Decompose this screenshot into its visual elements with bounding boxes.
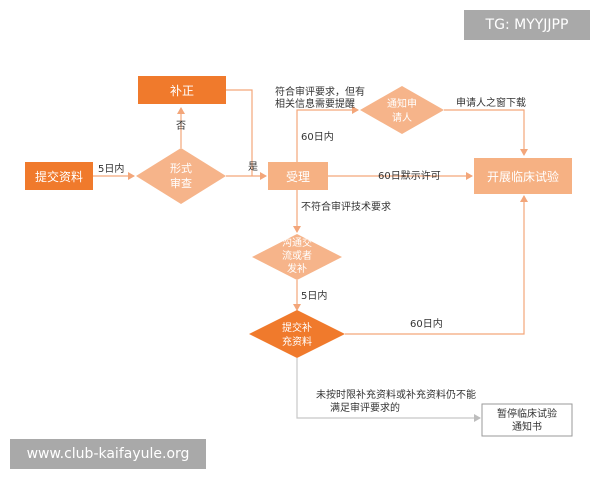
watermark-top-right: TG: MYYJJPP xyxy=(464,10,590,40)
node-formal-review: 形式 审查 xyxy=(136,148,226,204)
supplement-label-2: 充资料 xyxy=(282,335,312,348)
node-notify-applicant: 通知申 请人 xyxy=(360,86,444,134)
label-five-days-2: 5日内 xyxy=(301,289,327,302)
communicate-label-3: 发补 xyxy=(287,262,307,275)
notify-label-1: 通知申 xyxy=(387,97,417,110)
label-sixty-days-implied: 60日默示许可 xyxy=(378,170,441,182)
edge-labels: 5日内 否 是 符合审评要求，但有 相关信息需要提醒 申请人之窗下载 60日内 … xyxy=(98,85,526,414)
node-submit: 提交资料 xyxy=(25,162,93,190)
node-supplement: 提交补 充资料 xyxy=(249,310,345,358)
label-sixty-days-2: 60日内 xyxy=(410,317,443,330)
communicate-label-1: 沟通交 xyxy=(282,236,312,249)
formal-review-label-1: 形式 xyxy=(170,162,192,175)
connectors xyxy=(93,89,528,422)
edge-supplement-to-suspend xyxy=(296,358,481,422)
start-trial-label: 开展临床试验 xyxy=(487,169,559,184)
suspend-label-2: 通知书 xyxy=(512,420,542,433)
suspend-label-1: 暂停临床试验 xyxy=(497,407,557,420)
edge-correction-loop xyxy=(226,89,253,176)
edge-supplement-to-start xyxy=(345,195,528,335)
submit-label: 提交资料 xyxy=(35,169,83,184)
label-not-supplied-2: 满足审评要求的 xyxy=(330,401,400,414)
notify-label-2: 请人 xyxy=(392,111,412,124)
node-start-trial: 开展临床试验 xyxy=(474,158,572,194)
label-five-days-1: 5日内 xyxy=(98,162,124,175)
edge-accept-to-notify xyxy=(296,106,359,162)
correction-label: 补正 xyxy=(170,84,194,98)
accept-label: 受理 xyxy=(286,170,310,184)
communicate-label-2: 流或者 xyxy=(282,249,312,262)
label-applicant-download: 申请人之窗下载 xyxy=(456,96,526,109)
label-sixty-days-1: 60日内 xyxy=(301,130,334,143)
edge-notify-to-start xyxy=(444,109,528,156)
label-not-supplied-1: 未按时限补充资料或补充资料仍不能 xyxy=(316,388,476,401)
formal-review-label-2: 审查 xyxy=(170,176,192,190)
label-meets-1: 符合审评要求，但有 xyxy=(275,85,365,98)
node-suspend-notice: 暂停临床试验 通知书 xyxy=(481,403,573,437)
supplement-label-1: 提交补 xyxy=(282,321,312,334)
label-yes: 是 xyxy=(248,161,258,173)
label-not-meet: 不符合审评技术要求 xyxy=(301,200,391,213)
label-no: 否 xyxy=(176,120,186,132)
watermark-bottom-left: www.club-kaifayule.org xyxy=(10,439,206,469)
node-accept: 受理 xyxy=(268,162,328,190)
node-correction: 补正 xyxy=(138,76,226,104)
label-meets-2: 相关信息需要提醒 xyxy=(275,97,355,110)
node-communicate: 沟通交 流或者 发补 xyxy=(252,234,342,280)
